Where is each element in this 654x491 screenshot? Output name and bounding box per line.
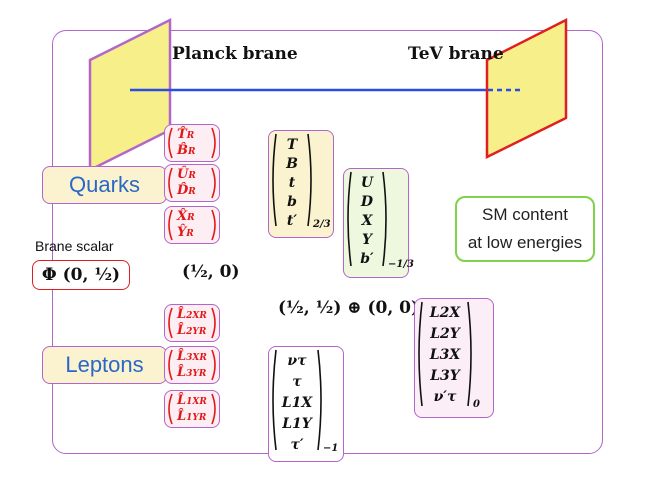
multiplet-T-charge: 2/3 [313, 219, 331, 230]
parentheses [168, 127, 216, 159]
lepton-doublet-3-lower: L̂1YR [177, 409, 206, 424]
brane-scalar-label: Brane scalar [35, 238, 114, 254]
multiplet-nu-entry-4: L1Y [282, 416, 312, 432]
symbol: L̂ [177, 323, 187, 338]
symbol: Ŷ [177, 225, 187, 240]
parentheses [418, 301, 472, 407]
multiplet-L-entry-5: ν′τ [433, 389, 457, 405]
multiplet-nu-charge: −1 [323, 443, 339, 454]
subscript: R [188, 171, 196, 181]
multiplet-nu-entry-3: L1X [281, 395, 313, 411]
planck-brane-label: Planck brane [172, 44, 298, 64]
subscript: 3YR [186, 369, 207, 379]
multiplet-T-entry-4: b [287, 194, 297, 210]
multiplet-L-entry-4: L3Y [430, 368, 460, 384]
parentheses [272, 349, 322, 451]
quark-doublet-3-lower: ŶR [177, 225, 194, 240]
sm-content-line2: at low energies [467, 233, 583, 252]
subscript: 2YR [186, 327, 207, 337]
lepton-doublet-1-lower: L̂2YR [177, 323, 206, 338]
parentheses [168, 349, 216, 381]
subscript: R [186, 131, 195, 141]
parentheses [272, 133, 312, 227]
symbol: Û [177, 167, 189, 182]
symbol: T̂ [177, 127, 187, 142]
symbol: L̂ [177, 365, 187, 380]
lepton-doublet-3-upper: L̂1XR [177, 393, 207, 408]
symbol: L̂ [177, 393, 187, 408]
subscript: R [187, 213, 195, 223]
multiplet-U-entry-2: D [360, 194, 374, 210]
subscript: 1XR [186, 397, 207, 407]
symbol: L̂ [177, 349, 187, 364]
multiplet-L-entry-1: L2X [429, 305, 461, 321]
rep-half-zero: (½, 0) [182, 262, 240, 282]
subscript: R [188, 187, 196, 197]
tev-brane [485, 17, 568, 160]
subscript: R [186, 229, 194, 239]
subscript: 2XR [186, 311, 207, 321]
multiplet-U-charge: −1/3 [388, 259, 414, 270]
phi-scalar: Φ (0, ½) [32, 260, 130, 290]
multiplet-T-entry-1: T [286, 137, 298, 153]
multiplet-U-entry-1: U [360, 175, 374, 191]
leptons-label: Leptons [42, 346, 167, 384]
multiplet-T-entry-5: t′ [286, 213, 298, 229]
multiplet-U-entry-4: Y [362, 232, 372, 248]
multiplet-nu-entry-2: τ [292, 374, 302, 390]
parentheses [168, 209, 216, 241]
planck-brane [88, 17, 172, 173]
quark-doublet-1-lower: B̂R [177, 143, 195, 158]
multiplet-U-entry-3: X [361, 213, 373, 229]
quarks-label: Quarks [42, 166, 167, 204]
symbol: B̂ [177, 143, 188, 158]
multiplet-L-entry-3: L3X [429, 347, 461, 363]
subscript: R [188, 147, 196, 157]
tev-brane-label: TeV brane [408, 44, 504, 64]
multiplet-L-box: L2X L2Y L3X L3Y ν′τ 0 [414, 298, 494, 418]
lepton-doublet-2-lower: L̂3YR [177, 365, 206, 380]
quark-doublet-2-upper: ÛR [177, 167, 196, 182]
symbol: X̂ [177, 209, 188, 224]
symbol: D̂ [177, 183, 189, 198]
parentheses [168, 307, 216, 339]
symbol: L̂ [177, 307, 187, 322]
multiplet-nu-entry-1: ντ [287, 353, 307, 369]
parentheses [168, 167, 216, 199]
lepton-doublet-2-upper: L̂3XR [177, 349, 207, 364]
parentheses [347, 171, 387, 267]
multiplet-L-charge: 0 [473, 399, 480, 410]
subscript: 1YR [186, 413, 207, 423]
rep-bifundamental: (½, ½) ⊕ (0, 0) [278, 298, 420, 318]
sm-content-line1: SM content [482, 205, 568, 224]
multiplet-T-entry-3: t [288, 175, 296, 191]
symbol: L̂ [177, 409, 187, 424]
quark-doublet-3-upper: X̂R [177, 209, 195, 224]
multiplet-L-entry-2: L2Y [430, 326, 460, 342]
quark-doublet-1-upper: T̂R [177, 127, 194, 142]
multiplet-nu-entry-5: τ′ [290, 437, 304, 453]
phi-scalar-text: Φ (0, ½) [41, 265, 121, 285]
subscript: 3XR [186, 353, 207, 363]
lepton-doublet-1-upper: L̂2XR [177, 307, 207, 322]
sm-content-box: SM content at low energies [455, 196, 595, 262]
multiplet-T-entry-2: B [286, 156, 298, 172]
quark-doublet-2-lower: D̂R [177, 183, 196, 198]
parentheses [168, 393, 216, 425]
multiplet-U-entry-5: b′ [360, 251, 374, 267]
